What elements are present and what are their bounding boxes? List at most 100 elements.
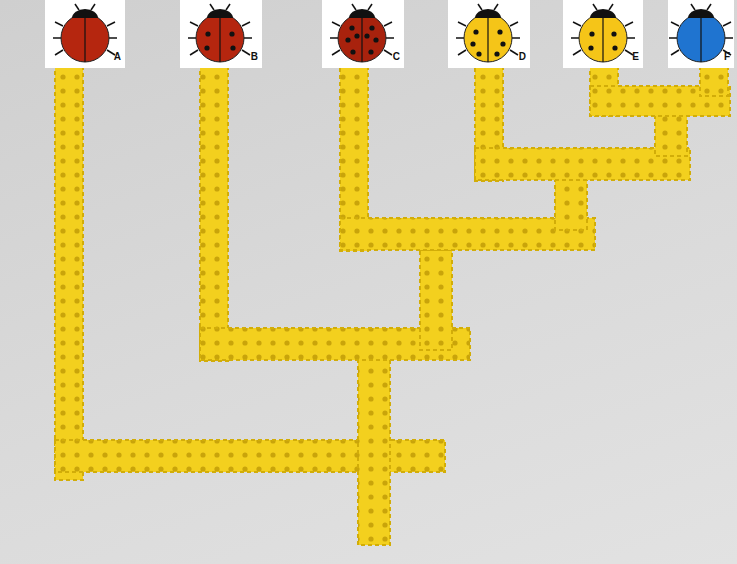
ladybug-leg bbox=[458, 50, 466, 55]
ladybug-leg bbox=[573, 22, 581, 26]
ladybug-leg bbox=[458, 22, 466, 26]
ladybug-leg bbox=[494, 4, 498, 10]
ladybug-leg bbox=[593, 4, 597, 10]
ladybug-leg bbox=[627, 37, 635, 39]
ladybug-icon bbox=[448, 0, 530, 68]
ladybug-leg bbox=[573, 50, 581, 55]
ladybug-leg bbox=[75, 4, 79, 10]
ladybug-leg bbox=[625, 22, 633, 26]
brick-bar bbox=[358, 350, 390, 545]
ladybug-spot bbox=[350, 49, 355, 54]
ladybug-leg bbox=[332, 22, 340, 26]
ladybug-letter: D bbox=[519, 52, 526, 62]
ladybug-body bbox=[677, 14, 725, 62]
ladybug-leg bbox=[671, 22, 679, 26]
ladybug-wing-line bbox=[602, 18, 603, 62]
ladybug-card: F bbox=[668, 0, 734, 68]
ladybug-spot bbox=[497, 29, 502, 34]
ladybug-spot bbox=[589, 31, 594, 36]
ladybug-leg bbox=[332, 50, 340, 55]
ladybug-head bbox=[590, 9, 616, 18]
brick-bar bbox=[200, 66, 228, 361]
ladybug-head bbox=[207, 9, 233, 18]
ladybug-spot bbox=[345, 37, 350, 42]
ladybug-spot bbox=[494, 51, 499, 56]
ladybug-leg bbox=[456, 37, 464, 39]
ladybug-leg bbox=[669, 37, 677, 39]
ladybug-leg bbox=[512, 37, 520, 39]
ladybug-spot bbox=[476, 51, 481, 56]
ladybug-leg bbox=[244, 37, 252, 39]
ladybug-body bbox=[464, 14, 512, 62]
ladybug-spot bbox=[230, 45, 235, 50]
ladybug-card: A bbox=[45, 0, 125, 68]
ladybug-wing-line bbox=[361, 18, 362, 62]
ladybug-head bbox=[475, 9, 501, 18]
ladybug-spot bbox=[349, 25, 354, 30]
ladybug-body bbox=[196, 14, 244, 62]
ladybug-card: C bbox=[322, 0, 404, 68]
ladybug-leg bbox=[190, 50, 198, 55]
ladybug-leg bbox=[691, 4, 695, 10]
ladybug-icon bbox=[45, 0, 125, 68]
ladybug-icon bbox=[322, 0, 404, 68]
ladybug-leg bbox=[242, 50, 250, 55]
ladybug-letter: A bbox=[114, 52, 121, 62]
ladybug-card: E bbox=[563, 0, 643, 68]
ladybug-icon bbox=[563, 0, 643, 68]
ladybug-leg bbox=[226, 4, 230, 10]
ladybug-leg bbox=[190, 22, 198, 26]
ladybug-head bbox=[349, 9, 375, 18]
ladybug-leg bbox=[55, 22, 63, 26]
ladybug-spot bbox=[229, 31, 234, 36]
ladybug-leg bbox=[625, 50, 633, 55]
ladybug-spot bbox=[611, 31, 616, 36]
ladybug-leg bbox=[368, 4, 372, 10]
ladybug-leg bbox=[53, 37, 61, 39]
ladybug-head bbox=[72, 9, 98, 18]
ladybug-leg bbox=[571, 37, 579, 39]
ladybug-spot bbox=[205, 31, 210, 36]
ladybug-spot bbox=[473, 29, 478, 34]
ladybug-leg bbox=[384, 50, 392, 55]
ladybug-head bbox=[688, 9, 714, 18]
ladybug-wing-line bbox=[219, 18, 220, 62]
ladybug-leg bbox=[109, 37, 117, 39]
ladybug-card: B bbox=[180, 0, 262, 68]
ladybug-leg bbox=[384, 22, 392, 26]
ladybug-wing-line bbox=[487, 18, 488, 62]
ladybug-icon bbox=[180, 0, 262, 68]
ladybug-spot bbox=[373, 37, 378, 42]
ladybug-wing-line bbox=[700, 18, 701, 62]
ladybug-letter: F bbox=[724, 52, 730, 62]
brick-bar bbox=[55, 66, 83, 480]
ladybug-body bbox=[579, 14, 627, 62]
ladybug-spot bbox=[470, 41, 475, 46]
ladybug-leg bbox=[330, 37, 338, 39]
ladybug-letter: B bbox=[251, 52, 258, 62]
ladybug-spot bbox=[500, 41, 505, 46]
ladybug-leg bbox=[352, 4, 356, 10]
ladybug-leg bbox=[242, 22, 250, 26]
ladybug-leg bbox=[55, 50, 63, 55]
ladybug-spot bbox=[364, 33, 369, 38]
ladybug-letter: E bbox=[632, 52, 639, 62]
brick-bar bbox=[700, 66, 728, 96]
ladybug-leg bbox=[210, 4, 214, 10]
ladybug-spot bbox=[369, 25, 374, 30]
ladybug-leg bbox=[91, 4, 95, 10]
ladybug-spot bbox=[368, 49, 373, 54]
ladybug-leg bbox=[723, 22, 731, 26]
ladybug-leg bbox=[707, 4, 711, 10]
ladybug-body bbox=[338, 14, 386, 62]
ladybug-card: D bbox=[448, 0, 530, 68]
ladybug-leg bbox=[478, 4, 482, 10]
ladybug-leg bbox=[725, 37, 733, 39]
ladybug-leg bbox=[510, 22, 518, 26]
ladybug-body bbox=[61, 14, 109, 62]
ladybug-leg bbox=[671, 50, 679, 55]
brick-bar bbox=[420, 250, 452, 350]
ladybug-leg bbox=[609, 4, 613, 10]
ladybug-spot bbox=[612, 45, 617, 50]
